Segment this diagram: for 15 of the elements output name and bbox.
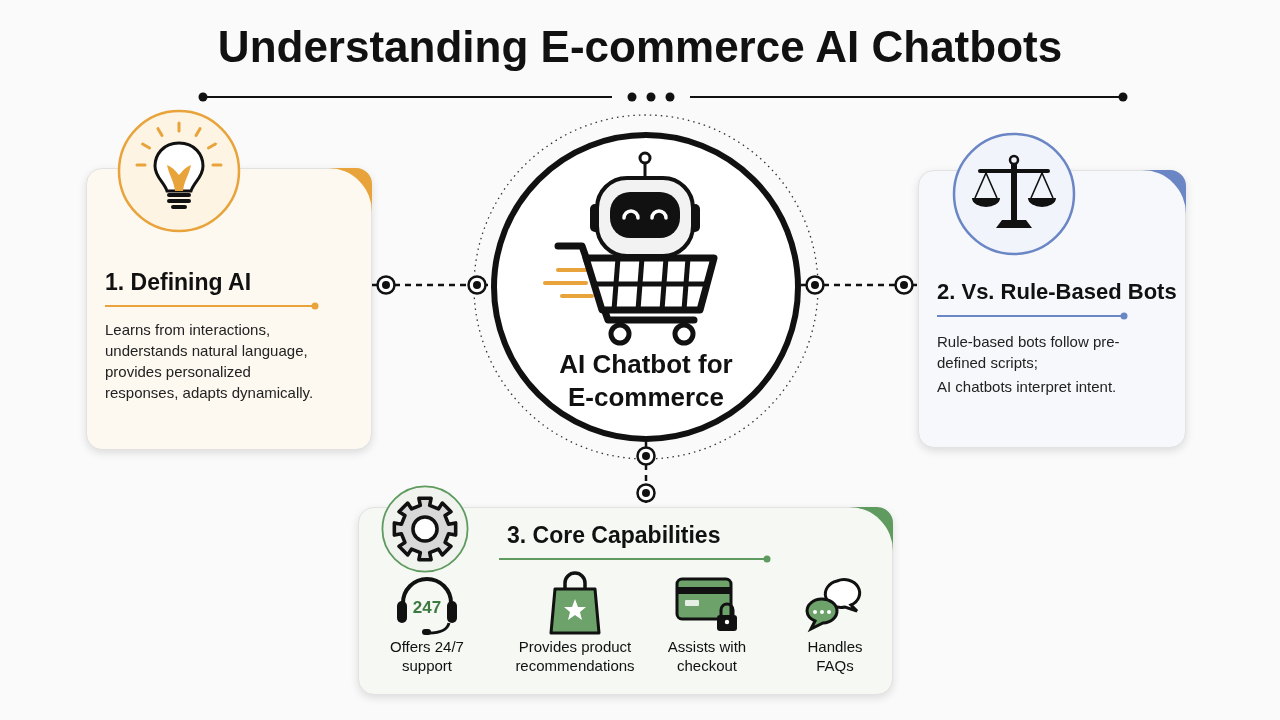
capability-text: Assists with checkout bbox=[666, 637, 748, 675]
capability-text: Offers 24/7 support bbox=[389, 637, 465, 675]
icon-digits: 247 bbox=[411, 598, 443, 618]
title: Understanding E-commerce AI Chatbots bbox=[216, 21, 1064, 73]
card-heading: 1. Defining AI bbox=[105, 269, 252, 296]
dashed-connector bbox=[372, 275, 491, 295]
card-description: Rule-based bots follow pre-defined scripts; bbox=[937, 332, 1121, 373]
card-description: AI chatbots interpret intent. bbox=[937, 377, 1118, 397]
dashed-connector bbox=[801, 275, 918, 295]
card-heading: 3. Core Capabilities bbox=[507, 522, 721, 549]
card-heading: 2. Vs. Rule-Based Bots bbox=[937, 279, 1177, 305]
capability-text: Provides product recommendations bbox=[514, 637, 636, 675]
hub-title: AI Chatbot for E-commerce bbox=[558, 348, 734, 414]
card-description: Learns from interactions, understands natural language, provides personalized responses, adapts dynamically. bbox=[105, 320, 315, 403]
capability-text: Handles FAQs bbox=[806, 637, 864, 675]
